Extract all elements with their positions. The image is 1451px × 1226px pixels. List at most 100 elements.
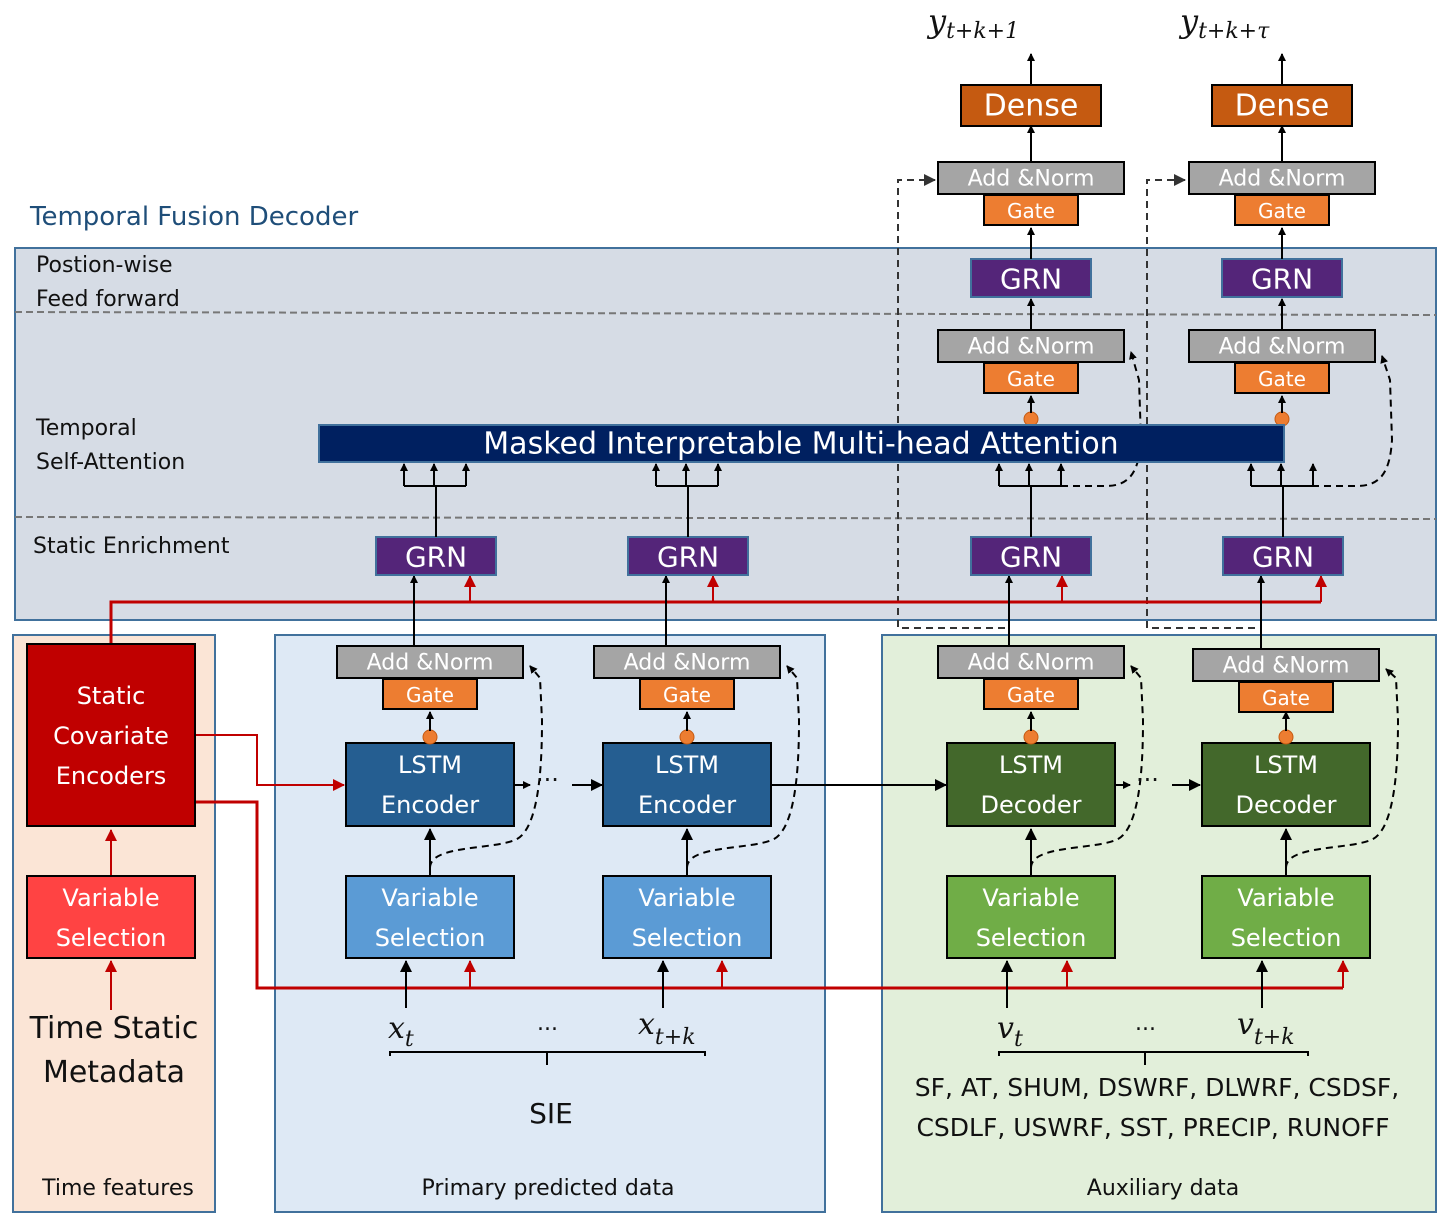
output-2-gate-dot bbox=[1274, 411, 1290, 427]
output-1-attn-add-norm-block bbox=[937, 329, 1125, 363]
input-v-t: vt bbox=[997, 1011, 1023, 1052]
static-encoder-label-line3: Encoders bbox=[56, 762, 167, 790]
decoder-col-1-add-norm-label: Add &Norm bbox=[968, 651, 1095, 676]
decoder-title: Temporal Fusion Decoder bbox=[29, 202, 358, 232]
aux-variables-line2: CSDLF, USWRF, SST, PRECIP, RUNOFF bbox=[916, 1113, 1389, 1142]
enrich-2-grn-label: GRN bbox=[657, 541, 719, 574]
input-brace bbox=[389, 1051, 706, 1065]
output-2-attn-add-norm-block bbox=[1188, 329, 1376, 363]
output-2-ff-grn-label: GRN bbox=[1251, 263, 1313, 296]
self-attention-label-line1: Temporal bbox=[35, 416, 137, 441]
output-2-final-gate-block bbox=[1234, 194, 1330, 226]
input-x-t: xt bbox=[388, 1011, 414, 1052]
encoder-col-1-selection-label: Selection bbox=[375, 924, 486, 952]
input-v-t-plus-k: vt+k bbox=[1237, 1007, 1295, 1050]
output-2-dense-label: Dense bbox=[1235, 89, 1330, 124]
selection-label: Selection bbox=[56, 924, 167, 952]
decoder-col-1-add-norm-block bbox=[937, 645, 1125, 679]
output-1-final-gate-label: Gate bbox=[1007, 199, 1055, 223]
input-ellipsis: ... bbox=[1135, 1011, 1156, 1036]
decoder-col-2-add-norm-label: Add &Norm bbox=[1223, 654, 1350, 679]
input-ellipsis: ... bbox=[537, 1011, 558, 1036]
decoder-col-2-lstm-block bbox=[1201, 742, 1371, 827]
lstm-chain-ellipsis: ··· bbox=[1136, 766, 1159, 794]
decoder-col-1-selection-label: Selection bbox=[976, 924, 1087, 952]
output-1-ff-grn-label: GRN bbox=[1000, 263, 1062, 296]
encoder-col-1-gate-label: Gate bbox=[406, 683, 454, 707]
input-x-t-plus-k: xt+k bbox=[638, 1007, 696, 1050]
encoder-col-2-variable-label: Variable bbox=[638, 884, 735, 912]
decoder-col-2-variable-label: Variable bbox=[1237, 884, 1334, 912]
output-2-attn-add-norm-label: Add &Norm bbox=[1219, 335, 1346, 360]
enrich-3-grn-block bbox=[970, 536, 1092, 576]
feed-forward-label-line1: Postion-wise bbox=[36, 253, 173, 278]
decoder-col-1-lstm-block bbox=[946, 742, 1116, 827]
static-selection-link bbox=[195, 800, 1343, 990]
attention-label: Masked Interpretable Multi-head Attentio… bbox=[483, 427, 1118, 462]
encoder-col-1-gate-dot bbox=[422, 729, 438, 745]
decoder-col-2-lstm-label: LSTM bbox=[1254, 751, 1318, 779]
self-attention-label-line2: Self-Attention bbox=[36, 450, 185, 475]
lstm-chain-ellipsis: ··· bbox=[536, 766, 559, 794]
layer-divider bbox=[14, 311, 1437, 316]
decoder-col-2-gate-block bbox=[1238, 681, 1334, 713]
static-variable-selection-block bbox=[26, 875, 196, 959]
sie-label: SIE bbox=[529, 1097, 573, 1130]
output-1-final-add-norm-label: Add &Norm bbox=[968, 167, 1095, 192]
layer-divider bbox=[14, 516, 1437, 520]
output-1-final-gate-block bbox=[983, 194, 1079, 226]
output-1-gate-dot bbox=[1023, 411, 1039, 427]
skip-connection-path bbox=[1146, 174, 1255, 629]
output-1-attn-gate-block bbox=[983, 362, 1079, 394]
decoder-col-2-residual-connection bbox=[1285, 668, 1400, 869]
output-1-dense-label: Dense bbox=[984, 89, 1079, 124]
encoder-col-1-add-norm-block bbox=[336, 645, 524, 679]
output-1-attn-gate-label: Gate bbox=[1007, 367, 1055, 391]
enrich-4-grn-label: GRN bbox=[1252, 541, 1314, 574]
encoder-col-1-lstm-block bbox=[345, 742, 515, 827]
encoder-col-2-lstm-label: LSTM bbox=[655, 751, 719, 779]
output-2-final-add-norm-block bbox=[1188, 161, 1376, 195]
input-brace bbox=[998, 1051, 1309, 1065]
enrich-3-grn-label: GRN bbox=[1000, 541, 1062, 574]
encoder-col-2-variable-selection-block bbox=[602, 875, 772, 959]
masked-multihead-attention-block bbox=[318, 424, 1285, 463]
output-1-ff-grn-block bbox=[970, 258, 1092, 298]
decoder-col-2-gate-dot bbox=[1278, 729, 1294, 745]
encoder-col-2-gate-block bbox=[639, 678, 735, 710]
output-2-attention-residual bbox=[1312, 355, 1394, 487]
enrich-4-grn-block bbox=[1222, 536, 1344, 576]
variable-label: Variable bbox=[62, 884, 159, 912]
output-1-attn-add-norm-label: Add &Norm bbox=[968, 335, 1095, 360]
output-y-t-k-1: yt+k+1 bbox=[926, 2, 1019, 44]
encoder-col-1-gate-block bbox=[382, 678, 478, 710]
decoder-col-1-gate-dot bbox=[1023, 729, 1039, 745]
feed-forward-label-line2: Feed forward bbox=[36, 287, 180, 312]
decoder-col-1-gate-block bbox=[983, 678, 1079, 710]
encoder-col-2-add-norm-label: Add &Norm bbox=[624, 651, 751, 676]
encoder-col-1-variable-label: Variable bbox=[381, 884, 478, 912]
encoder-col-2-gate-dot bbox=[679, 729, 695, 745]
output-y-t-k-tau: yt+k+τ bbox=[1178, 2, 1270, 44]
static-metadata-label-line1: Time Static bbox=[29, 1011, 199, 1046]
static-encoder-label-line2: Covariate bbox=[53, 722, 169, 750]
output-2-attn-gate-label: Gate bbox=[1258, 367, 1306, 391]
skip-connection-path bbox=[897, 174, 1005, 629]
encoder-col-2-lstm-block bbox=[602, 742, 772, 827]
decoder-col-1-lstm-kind-label: Decoder bbox=[981, 791, 1082, 819]
decoder-col-2-gate-label: Gate bbox=[1262, 686, 1310, 710]
static-enrichment-label: Static Enrichment bbox=[33, 534, 230, 559]
encoder-col-1-residual-connection bbox=[429, 665, 544, 869]
decoder-col-1-variable-selection-block bbox=[946, 875, 1116, 959]
decoder-col-2-selection-label: Selection bbox=[1231, 924, 1342, 952]
encoder-col-2-selection-label: Selection bbox=[632, 924, 743, 952]
static-enrichment-link bbox=[109, 600, 1321, 643]
output-2-final-gate-label: Gate bbox=[1258, 199, 1306, 223]
enrich-1-grn-label: GRN bbox=[405, 541, 467, 574]
primary-data-caption: Primary predicted data bbox=[422, 1176, 675, 1201]
encoder-col-2-gate-label: Gate bbox=[663, 683, 711, 707]
enrich-1-grn-block bbox=[375, 536, 497, 576]
encoder-col-1-add-norm-label: Add &Norm bbox=[367, 651, 494, 676]
encoder-col-1-lstm-kind-label: Encoder bbox=[381, 791, 479, 819]
